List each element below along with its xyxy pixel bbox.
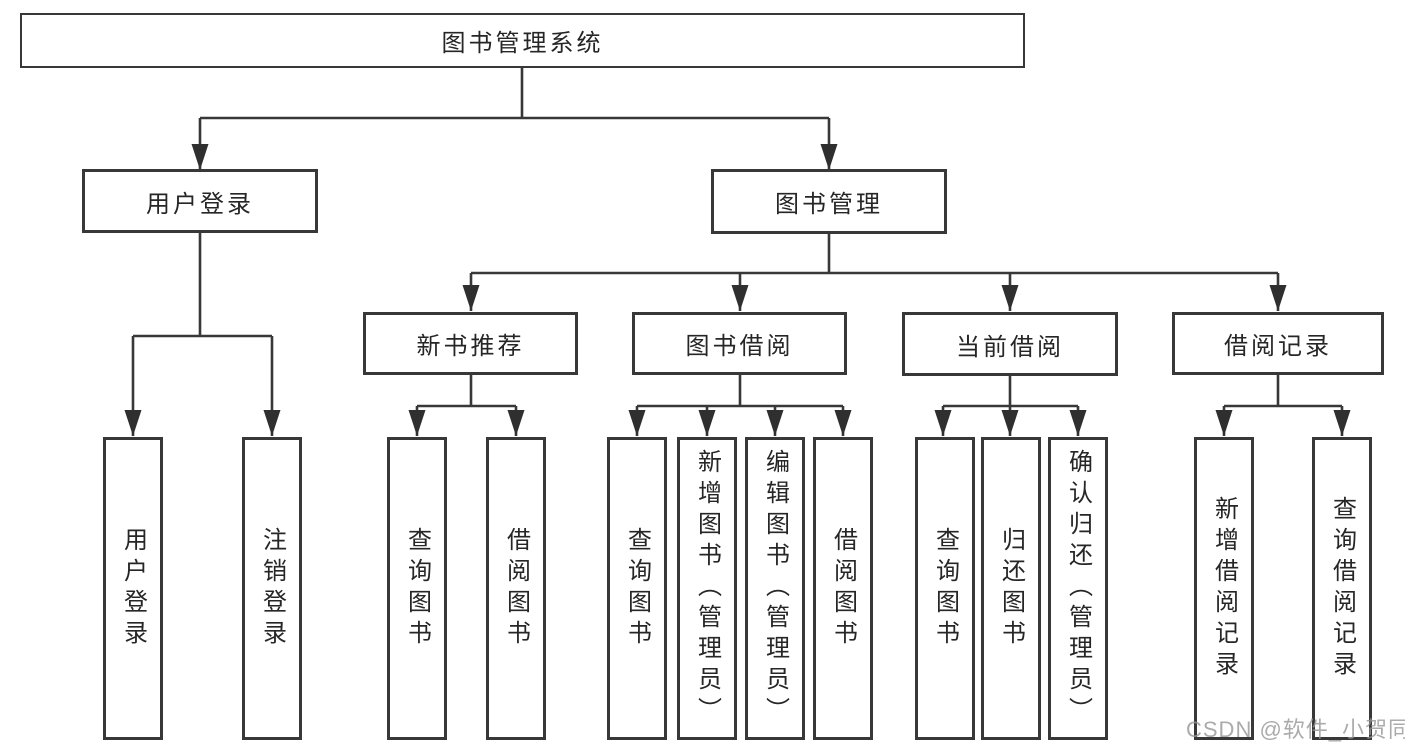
- node-user-login-leaf: 用户登录: [103, 437, 163, 740]
- connector-segment: [133, 68, 1342, 408]
- node-book-management: 图书管理: [711, 169, 947, 234]
- node-library-management-system: 图书管理系统: [20, 13, 1025, 68]
- node-user-login: 用户登录: [82, 169, 318, 233]
- node-new-book-recommend: 新书推荐: [363, 312, 578, 375]
- node-query-books-current: 查询图书: [915, 437, 975, 740]
- node-query-borrow-record: 查询借阅记录: [1312, 437, 1372, 740]
- node-query-books-borrowing: 查询图书: [607, 437, 667, 740]
- node-confirm-return-admin: 确认归还（管理员）: [1048, 437, 1108, 740]
- node-add-borrow-record: 新增借阅记录: [1194, 437, 1254, 740]
- csdn-watermark: CSDN @软件_小贺同学: [1186, 717, 1405, 742]
- node-borrowing-records: 借阅记录: [1172, 312, 1384, 375]
- connector-arrows: [124, 118, 1351, 436]
- node-current-borrowing: 当前借阅: [902, 312, 1118, 376]
- node-query-books-recommend: 查询图书: [387, 437, 447, 740]
- node-borrow-book: 借阅图书: [813, 437, 873, 740]
- node-edit-book-admin: 编辑图书（管理员）: [745, 437, 805, 740]
- node-logout-login: 注销登录: [242, 437, 302, 740]
- node-book-borrowing: 图书借阅: [632, 312, 847, 375]
- node-return-book: 归还图书: [981, 437, 1041, 740]
- node-borrow-book-recommend: 借阅图书: [486, 437, 546, 740]
- node-add-book-admin: 新增图书（管理员）: [677, 437, 737, 740]
